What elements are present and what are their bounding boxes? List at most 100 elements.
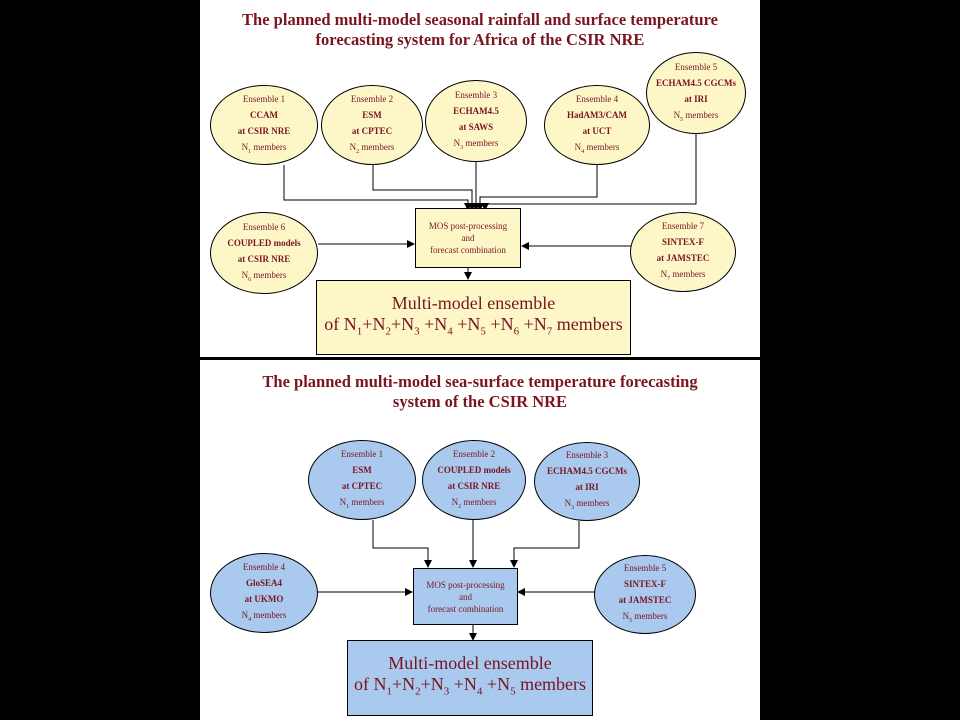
top-multi-model-box: Multi-model ensemble of N1+N2+N3 +N4 +N5… <box>316 280 631 355</box>
top-members-formula: of N1+N2+N3 +N4 +N5 +N6 +N7 members <box>324 313 623 338</box>
ensemble-members: N4 members <box>241 609 287 623</box>
ensemble-site: at CSIR NRE <box>237 253 291 264</box>
bottom-members-formula: of N1+N2+N3 +N4 +N5 members <box>353 674 587 698</box>
ensemble-site: at UCT <box>582 125 612 136</box>
bottom-ensemble-5: Ensemble 5 SINTEX-F at JAMSTEC N5 members <box>594 555 696 634</box>
member-subscript: 3 <box>571 504 575 511</box>
ensemble-site: at JAMSTEC <box>656 252 710 263</box>
arrow-bottom-ens1 <box>372 520 432 568</box>
ensemble-model: ESM <box>362 109 382 120</box>
ensemble-header: Ensemble 4 <box>242 561 286 572</box>
ensemble-model: SINTEX-F <box>661 236 704 247</box>
ensemble-header: Ensemble 5 <box>674 61 718 72</box>
formula-subscript: 5 <box>510 685 516 698</box>
ensemble-header: Ensemble 2 <box>452 448 496 459</box>
member-subscript: 1 <box>346 503 350 510</box>
top-ensemble-3: Ensemble 3 ECHAM4.5 at SAWS N3 members <box>425 80 527 162</box>
arrow-bottom-ens3 <box>510 521 580 568</box>
ensemble-members: N7 members <box>660 268 706 282</box>
ensemble-site: at IRI <box>684 93 708 104</box>
ensemble-site: at CPTEC <box>351 125 393 136</box>
ensemble-site: at CPTEC <box>341 480 383 491</box>
ensemble-members: N1 members <box>241 141 287 155</box>
ensemble-header: Ensemble 7 <box>661 220 705 231</box>
ensemble-members: N5 members <box>622 611 668 624</box>
top-ensemble-1: Ensemble 1 CCAM at CSIR NRE N1 members <box>210 85 318 165</box>
ensemble-members: N2 members <box>349 141 395 155</box>
formula-subscript: 5 <box>480 325 486 338</box>
ensemble-header: Ensemble 1 <box>242 93 286 104</box>
arrow-top-ens1 <box>283 165 472 211</box>
formula-subscript: 3 <box>443 685 450 698</box>
ensemble-header: Ensemble 5 <box>623 563 667 574</box>
formula-subscript: 4 <box>447 325 453 338</box>
ensemble-site: at UKMO <box>244 593 284 604</box>
connector-arrows <box>283 134 697 641</box>
member-subscript: 7 <box>667 275 671 282</box>
ensemble-members: N5 members <box>673 109 719 123</box>
bottom-ensemble-3: Ensemble 3 ECHAM4.5 CGCMs at IRI N3 members <box>534 442 640 521</box>
arrow-top-ens5 <box>481 134 697 211</box>
ensemble-site: at IRI <box>575 482 599 493</box>
bottom-ensemble-1: Ensemble 1 ESM at CPTEC N1 members <box>308 440 416 520</box>
top-ensemble-7: Ensemble 7 SINTEX-F at JAMSTEC N7 members <box>630 212 736 292</box>
top-mos-box: MOS post-processing and forecast combina… <box>415 208 521 268</box>
formula-subscript: 2 <box>415 685 421 698</box>
ensemble-members: N6 members <box>241 269 287 283</box>
member-subscript: 6 <box>248 276 252 283</box>
ensemble-site: at CSIR NRE <box>237 125 291 136</box>
ensemble-model: HadAM3/CAM <box>567 109 627 120</box>
bottom-mos-box: MOS post-processing and forecast combina… <box>413 568 518 625</box>
top-ensemble-6: Ensemble 6 COUPLED models at CSIR NRE N6 me… <box>210 212 318 294</box>
ensemble-header: Ensemble 3 <box>565 450 609 461</box>
ensemble-model: CCAM <box>250 109 278 120</box>
ensemble-model: ECHAM4.5 CGCMs <box>656 77 736 88</box>
slide: The planned multi-model seasonal rainfal… <box>200 0 760 720</box>
arrow-top-ens2 <box>372 165 476 211</box>
ensemble-site: at SAWS <box>458 121 494 132</box>
top-ensemble-4: Ensemble 4 HadAM3/CAM at UCT N4 members <box>544 85 650 165</box>
bottom-ensemble-4: Ensemble 4 GloSEA4 at UKMO N4 members <box>210 553 318 633</box>
ensemble-header: Ensemble 3 <box>454 89 498 100</box>
ensemble-members: N3 members <box>564 498 610 511</box>
ensemble-site: at CSIR NRE <box>447 480 501 491</box>
top-panel-title: The planned multi-model seasonal rainfal… <box>242 10 718 49</box>
ensemble-model: COUPLED models <box>227 237 301 248</box>
ensemble-members: N2 members <box>451 496 497 510</box>
formula-subscript: 1 <box>356 325 363 338</box>
member-subscript: 1 <box>248 148 252 155</box>
member-subscript: 5 <box>629 617 633 624</box>
formula-subscript: 7 <box>546 325 553 338</box>
ensemble-header: Ensemble 2 <box>350 93 394 104</box>
member-subscript: 2 <box>356 148 360 155</box>
formula-subscript: 6 <box>513 325 520 338</box>
ensemble-site: at JAMSTEC <box>618 595 672 606</box>
ensemble-header: Ensemble 4 <box>575 93 619 104</box>
member-subscript: 4 <box>248 616 252 623</box>
formula-subscript: 4 <box>476 685 483 698</box>
formula-subscript: 1 <box>386 685 392 698</box>
ensemble-model: ESM <box>352 464 372 475</box>
ensemble-model: GloSEA4 <box>245 577 282 588</box>
ensemble-header: Ensemble 1 <box>340 448 384 459</box>
member-subscript: 4 <box>581 148 585 155</box>
member-subscript: 2 <box>458 503 462 510</box>
ensemble-members: N1 members <box>339 496 385 510</box>
member-subscript: 5 <box>680 116 684 123</box>
ensemble-header: Ensemble 6 <box>242 221 286 232</box>
ensemble-members: N4 members <box>574 141 620 155</box>
formula-subscript: 2 <box>385 325 391 338</box>
ensemble-model: ECHAM4.5 CGCMs <box>547 466 627 477</box>
arrow-top-ens4 <box>476 165 598 211</box>
bottom-multi-model-box: Multi-model ensemble of N1+N2+N3 +N4 +N5… <box>347 640 593 716</box>
top-ensemble-2: Ensemble 2 ESM at CPTEC N2 members <box>321 85 423 165</box>
panel-divider <box>200 357 760 360</box>
formula-subscript: 3 <box>414 325 420 338</box>
top-ensemble-5: Ensemble 5 ECHAM4.5 CGCMs at IRI N5 members <box>646 52 746 134</box>
member-subscript: 3 <box>460 144 464 151</box>
ensemble-model: SINTEX-F <box>623 579 666 590</box>
ensemble-members: N3 members <box>453 137 499 151</box>
ensemble-model: ECHAM4.5 <box>453 105 499 116</box>
bottom-panel-title: The planned multi-model sea-surface temp… <box>262 372 698 411</box>
